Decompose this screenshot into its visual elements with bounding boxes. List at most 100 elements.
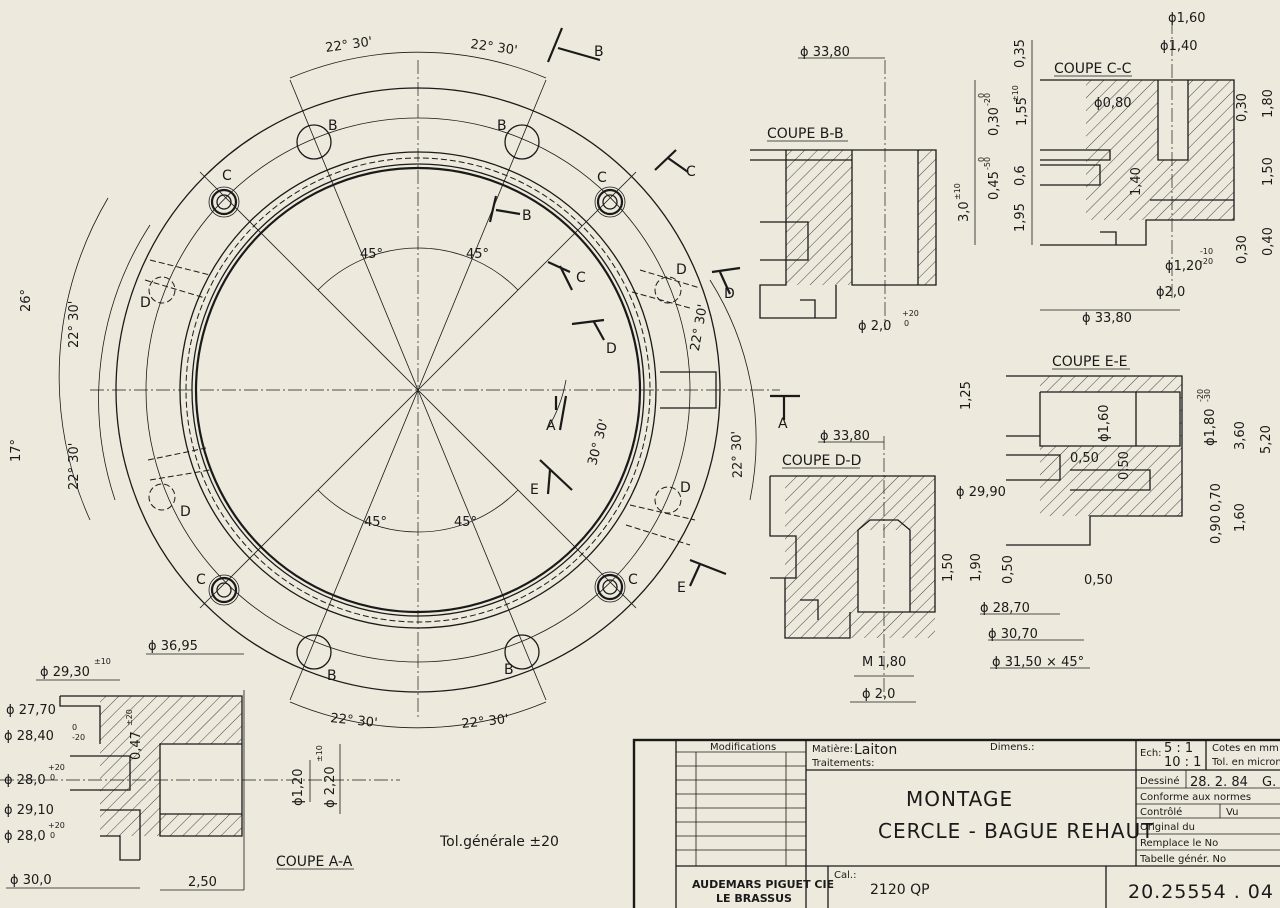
scale-value: 5 : 1 <box>1164 741 1193 756</box>
label-b: B <box>328 118 338 134</box>
dim-d2840: ϕ 28,40 <box>4 729 54 744</box>
ech-label: Ech: <box>1140 748 1162 759</box>
tolerance: -50 <box>983 157 992 170</box>
tolerance: -10 <box>1200 247 1213 256</box>
scale-value: 10 : 1 <box>1164 755 1201 770</box>
tolerance: -30 <box>1203 389 1212 402</box>
label-c: C <box>222 168 232 184</box>
dim-h190: 1,90 <box>969 553 984 582</box>
ring-step <box>145 117 691 663</box>
hole-c <box>208 574 240 606</box>
dessine-date: 28. 2. 84 <box>1190 775 1248 790</box>
dim-d3150: ϕ 31,50 × 45° <box>992 655 1084 670</box>
section-title: COUPE C-C <box>1054 61 1132 77</box>
dessine-initials: G. <box>1262 775 1276 790</box>
inner-ring-2 <box>191 163 645 617</box>
tabelle-label: Tabelle génér. No <box>1139 853 1226 865</box>
section-mark-d: D <box>724 286 735 302</box>
dim-w250: 2,50 <box>188 875 217 890</box>
dim-d050b: 0,50 <box>1117 451 1132 480</box>
hole-d <box>654 276 682 304</box>
section-mark-e: E <box>530 482 539 498</box>
dim-m180: M 1,80 <box>862 655 906 670</box>
section-title: COUPE E-E <box>1052 354 1128 370</box>
tolerance: +20 <box>48 821 65 830</box>
hole-b <box>296 634 332 670</box>
section-dd: COUPE D-D ϕ 33,80 1,50 1,90 M 1,80 ϕ 2,0 <box>769 429 984 703</box>
inner-angle-arc-right <box>547 379 567 429</box>
holes-d: D D D D <box>140 259 701 546</box>
label-b: B <box>327 668 337 684</box>
section-mark-c: C <box>576 270 586 286</box>
remplace-label: Remplace le No <box>1140 838 1218 849</box>
inner-ring <box>179 151 657 629</box>
dim-d3070: ϕ 30,70 <box>988 627 1038 642</box>
traitements-label: Traitements: <box>811 758 874 769</box>
matiere-value: Laiton <box>854 742 897 758</box>
angle-top-right: 22° 30' <box>469 37 518 58</box>
dim-h06: 0,6 <box>1013 165 1028 186</box>
dim-d160: ϕ1,60 <box>1097 404 1112 442</box>
tolerance: 0 <box>50 831 55 840</box>
label-d: D <box>140 295 151 311</box>
notch-a <box>660 371 717 409</box>
angle-right-22-30: 22° 30' <box>729 431 746 479</box>
label-c: C <box>628 572 638 588</box>
angle-bottom-right: 22° 30' <box>461 712 510 732</box>
section-mark-e: E <box>677 580 686 596</box>
tolerance: -20 <box>1200 257 1213 266</box>
section-bb: COUPE B-B ϕ 33,80 ϕ 2,0 +20 0 <box>750 45 937 334</box>
dim-d3695: ϕ 36,95 <box>148 639 198 654</box>
dim-h035: 0,35 <box>1013 39 1028 68</box>
holes-c: C C C C <box>196 168 638 606</box>
dim-h050: 0,50 <box>1001 555 1016 584</box>
tolerance: +20 <box>902 309 919 318</box>
dim-h047: 0,47 <box>129 731 144 760</box>
section-ee: COUPE E-E 1,25 ϕ1,60 ϕ1,80 -20 -30 3,60 … <box>956 354 1274 670</box>
tolerance: 0 <box>50 773 55 782</box>
section-cc: COUPE C-C ϕ1,60 ϕ1,40 ϕ0,80 ϕ1,20 -10 -2… <box>953 11 1276 326</box>
section-mark-c: C <box>686 164 696 180</box>
hole-b <box>504 124 540 160</box>
dim-h155: 1,55 <box>1015 97 1030 126</box>
dim-d140: ϕ1,40 <box>1160 39 1198 54</box>
angle-arc-left-inner <box>98 224 151 501</box>
inner-angle-arc-bottom <box>317 489 519 533</box>
dim-h150: 1,50 <box>941 553 956 582</box>
label-c: C <box>196 572 206 588</box>
section-mark-a: A <box>546 418 556 434</box>
bore-edge <box>194 166 642 614</box>
dim-d180: ϕ1,80 <box>1203 408 1218 446</box>
section-mark-b: B <box>522 208 532 224</box>
original-label: Original du <box>1140 822 1195 833</box>
dim-d050: 0,50 <box>1070 451 1099 466</box>
tolerance: ±10 <box>1011 85 1020 102</box>
tolerance: 0 <box>977 93 986 98</box>
hole-c <box>594 571 626 603</box>
dim-d2990: ϕ 29,90 <box>956 485 1006 500</box>
angle-inner: 45° <box>454 515 477 530</box>
dim-h030c: 0,30 <box>1235 235 1250 264</box>
dim-d20: ϕ2,0 <box>1156 285 1185 300</box>
dim-h520: 5,20 <box>1259 425 1274 454</box>
tolerance: -20 <box>1196 389 1205 402</box>
angle-arc-top <box>289 51 547 79</box>
dim-d3380: ϕ 33,80 <box>820 429 870 444</box>
dim-w140: 1,40 <box>1129 167 1144 196</box>
hole-b <box>296 124 332 160</box>
section-markers: B B C C D D A A E E <box>488 27 800 596</box>
conforme-label: Conforme aux normes <box>1140 792 1251 803</box>
tolerance: ±10 <box>94 657 111 666</box>
inner-angle-arc-top <box>317 247 519 291</box>
angle-inner: 45° <box>364 515 387 530</box>
hole-c <box>594 186 626 218</box>
units-label: Tol. en microns <box>1211 757 1280 768</box>
dim-d2910: ϕ 29,10 <box>4 803 54 818</box>
dim-d120: ϕ1,20 <box>291 768 306 806</box>
title-block: Modifications Matière: Laiton Traitement… <box>632 738 1280 908</box>
dim-h030: 0,30 <box>987 107 1002 136</box>
dim-d160: ϕ1,60 <box>1168 11 1206 26</box>
dim-d2800a: ϕ 28,0 <box>4 773 46 788</box>
label-d: D <box>680 480 691 496</box>
